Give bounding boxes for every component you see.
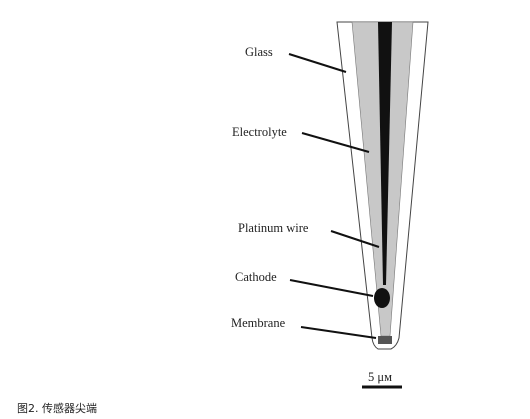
cathode-ball xyxy=(374,288,390,308)
leader-glass xyxy=(288,53,347,73)
scale-bar-label: 5 μм xyxy=(368,370,392,384)
leader-membrane xyxy=(300,326,377,339)
figure-caption: 图2. 传感器尖端 xyxy=(17,402,97,415)
leader-platinum-wire xyxy=(330,230,380,248)
membrane xyxy=(378,336,392,344)
label-cathode: Cathode xyxy=(235,270,277,284)
label-membrane: Membrane xyxy=(231,316,286,330)
leader-electrolyte xyxy=(301,132,370,153)
label-platinum-wire: Platinum wire xyxy=(238,221,309,235)
leader-cathode xyxy=(289,279,374,297)
platinum-wire xyxy=(378,22,392,285)
label-electrolyte: Electrolyte xyxy=(232,125,287,139)
label-glass: Glass xyxy=(245,45,273,59)
